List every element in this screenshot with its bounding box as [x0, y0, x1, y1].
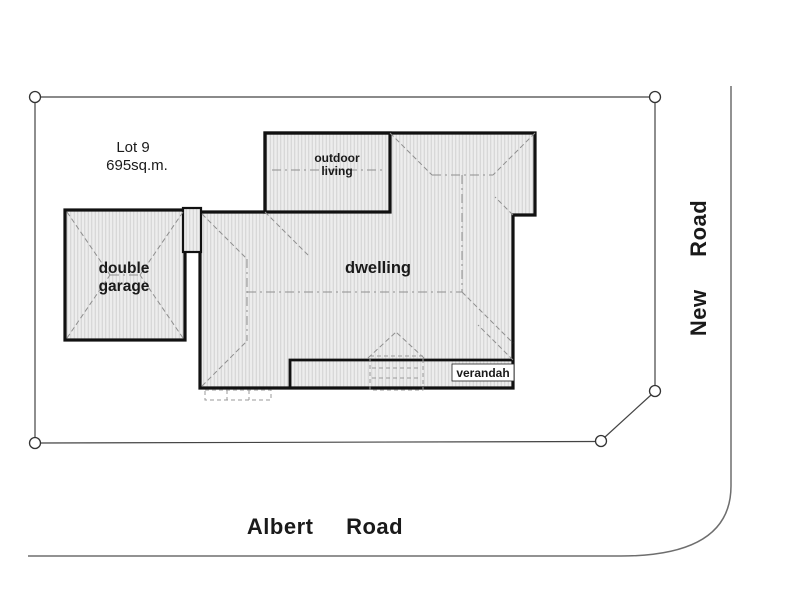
survey-peg-top-right [648, 90, 662, 104]
lot-number-label: Lot 9 [116, 139, 149, 156]
survey-peg-top-left [28, 90, 42, 104]
labels: Lot 9 695sq.m. double garage dwelling ou… [99, 139, 711, 539]
survey-peg-right-corner [648, 384, 662, 398]
roof-valley-line [264, 211, 309, 256]
roof-hip-line [461, 291, 514, 344]
roof-gable-line [367, 331, 397, 359]
road-edges [28, 86, 732, 557]
garage-connector [181, 206, 203, 254]
outdoor-living-outline [263, 131, 392, 214]
garage-label-line1: double [99, 260, 150, 277]
albert-road-label: Albert Road [247, 514, 403, 539]
dwelling-label: dwelling [345, 259, 411, 277]
buildings [63, 131, 537, 390]
roof-hip-line [66, 211, 111, 276]
new-road-label: New Road [686, 200, 711, 336]
roof-hip-line [389, 132, 433, 176]
steps-outline [204, 389, 272, 401]
garage-label-line2: garage [99, 278, 150, 295]
boundary-bottom [40, 440, 596, 444]
roof-hip-line [494, 196, 514, 216]
survey-peg-bottom-right [594, 434, 608, 448]
outdoor-living-label-line1: outdoor [314, 151, 360, 165]
roof-hip-line [477, 324, 514, 361]
survey-peg-bottom-left [28, 436, 42, 450]
roof-gable-line [395, 331, 425, 359]
verandah-outline [288, 358, 513, 388]
roof-hip-line [139, 274, 184, 339]
verandah-label: verandah [456, 366, 509, 380]
outdoor-living-label-line2: living [321, 164, 352, 178]
roof-hip-line [201, 213, 248, 260]
road-edge-line [28, 86, 732, 557]
boundary-splay-corner [604, 394, 652, 438]
roof-hip-line [139, 211, 184, 276]
verandah-label-box [451, 363, 515, 382]
roof-plan-lines [66, 132, 536, 387]
lot-boundary [28, 90, 662, 450]
porch-outline [369, 355, 424, 391]
roof-hip-line [201, 340, 248, 387]
roof-hip-line [492, 132, 536, 176]
steps-and-porches [204, 355, 424, 401]
lot-area-label: 695sq.m. [106, 157, 168, 174]
roof-hip-line [66, 274, 111, 339]
